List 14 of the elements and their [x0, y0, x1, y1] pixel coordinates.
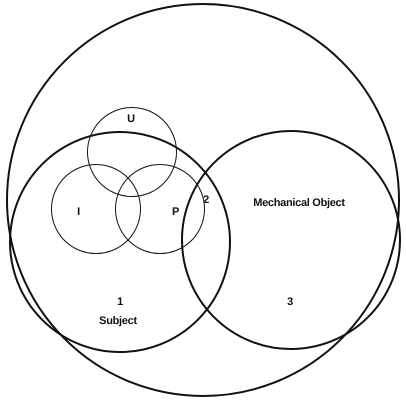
circle-label: I	[77, 206, 80, 218]
region-number: 2	[203, 194, 209, 206]
venn-circle	[6, 3, 400, 397]
venn-circle	[115, 164, 205, 254]
circle-label: Mechanical Object	[253, 197, 345, 209]
venn-circle	[8, 130, 230, 352]
region-number: 1	[117, 296, 123, 308]
venn-circle	[51, 164, 141, 254]
venn-circle	[180, 130, 400, 350]
circle-label: U	[127, 113, 135, 125]
circle-label: P	[172, 206, 180, 218]
venn-circle	[86, 106, 176, 196]
circle-label: Subject	[99, 315, 137, 327]
region-number: 3	[287, 296, 293, 308]
